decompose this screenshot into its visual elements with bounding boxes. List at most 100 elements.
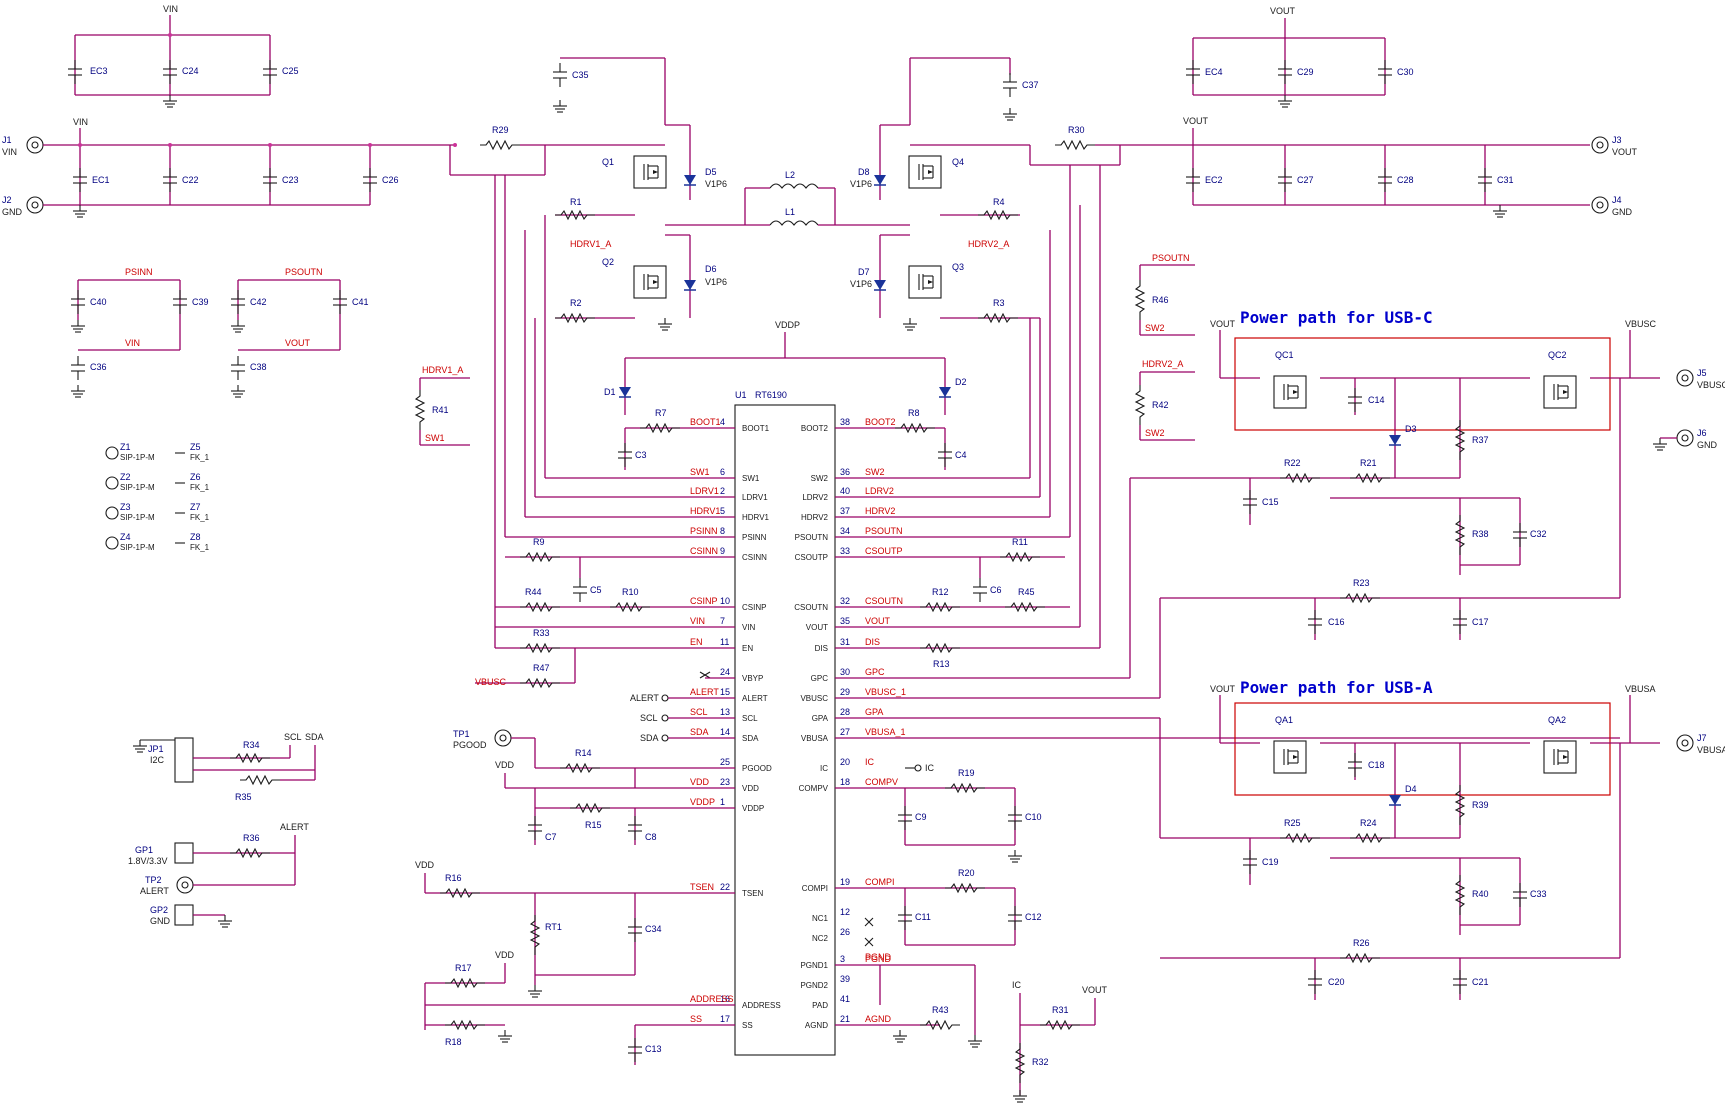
u1-pin-number: 10 (720, 596, 730, 606)
u1-pin-number: 14 (720, 727, 730, 737)
u1-pin-number: 28 (840, 707, 850, 717)
ref-r12: R12 (932, 587, 949, 597)
z8-name: FK_1 (190, 543, 210, 552)
ref-r25: R25 (1284, 818, 1301, 828)
u1-pin-number: 8 (720, 526, 725, 536)
j6-name: GND (1697, 440, 1718, 450)
u1-pin-name: PSOUTN (795, 533, 829, 542)
u1-pin-name: PGND2 (800, 981, 828, 990)
ref-r35: R35 (235, 792, 252, 802)
vout-cap-bank-top: VOUT EC4 C29 C30 (1185, 6, 1414, 108)
vout-rail: VOUT EC2 C27 C28 C31 J3 VOUT J4 GND (1183, 116, 1638, 218)
j1-name: VIN (2, 147, 17, 157)
ref-r33: R33 (533, 628, 550, 638)
usba-title: Power path for USB-A (1240, 678, 1433, 697)
power-stage: C35 Q1 D5 V1P6 R1 Q2 D6 V1P6 R2 HDRV1_A … (552, 57, 1590, 331)
r41-group: HDRV1_A SW1 R41 (415, 365, 470, 446)
ref-d1: D1 (604, 387, 616, 397)
ref-c14: C14 (1368, 395, 1385, 405)
u1-pin-net: SW2 (865, 467, 885, 477)
u1-pin-number: 2 (720, 486, 725, 496)
ref-r24: R24 (1360, 818, 1377, 828)
ref-r38: R38 (1472, 529, 1489, 539)
u1-pin-number: 15 (720, 687, 730, 697)
tp1-ref: TP1 (453, 729, 470, 739)
ref-qa1: QA1 (1275, 715, 1293, 725)
ref-ec2: EC2 (1205, 175, 1223, 185)
u1-pin-net: VIN (690, 616, 705, 626)
u1-pin-net: LDRV1 (690, 486, 719, 496)
u1-pin-number: 11 (720, 637, 729, 647)
u1-pin-net: VBUSC_1 (865, 687, 906, 697)
psinn-net-label: PSINN (125, 267, 153, 277)
ref-r21: R21 (1360, 458, 1377, 468)
scl-label-hdr: SCL (284, 732, 302, 742)
z5-ref: Z5 (190, 442, 201, 452)
u1-pin-net: HDRV2 (865, 506, 895, 516)
u1-pin-name: LDRV1 (742, 493, 768, 502)
j1-ref: J1 (2, 135, 12, 145)
u1-pin-name: CSOUTN (794, 603, 828, 612)
ref-r19: R19 (958, 768, 975, 778)
u1-pin-name: COMPV (799, 784, 829, 793)
ref-c25: C25 (282, 66, 299, 76)
u1-pin-name: VBYP (742, 674, 763, 683)
vbusa-title-label: VBUSA (1625, 684, 1656, 694)
ref-r44: R44 (525, 587, 542, 597)
u1-pin-number: 16 (720, 994, 730, 1004)
u1-pin-name: PSINN (742, 533, 767, 542)
u1-ic: U1 RT6190 BOOT14BOOT1SW16SW1LDRV12LDRV1H… (690, 390, 906, 1056)
u1-pin-net: EN (690, 637, 703, 647)
alert-label-ic: ALERT (630, 693, 659, 703)
ref-r37: R37 (1472, 435, 1489, 445)
ref-c4: C4 (955, 450, 967, 460)
z8: Z8 FK_1 (175, 532, 210, 552)
output-sense: R11 C6 R12 R45 R13 (835, 165, 1620, 838)
vout-usba: VOUT (1210, 684, 1236, 694)
u1-pin-name: VOUT (806, 623, 828, 632)
gp2-name: GND (150, 916, 171, 926)
j5-ref: J5 (1697, 368, 1707, 378)
vout-label-rail: VOUT (1183, 116, 1209, 126)
j7-ref: J7 (1697, 733, 1707, 743)
u1-pin-name: VIN (742, 623, 756, 632)
hdrv1a-net-r41: HDRV1_A (422, 365, 463, 375)
ref-d6: D6 (705, 264, 717, 274)
u1-pin-net: SDA (690, 727, 709, 737)
u1-pin-net: SW1 (690, 467, 710, 477)
ref-c9: C9 (915, 812, 927, 822)
u1-pin-name: VBUSA (801, 734, 829, 743)
u1-pin-net: SS (690, 1014, 702, 1024)
z7: Z7 FK_1 (175, 502, 210, 522)
j3-name: VOUT (1612, 147, 1638, 157)
j5-name: VBUSC (1697, 380, 1725, 390)
ref-r32: R32 (1032, 1057, 1049, 1067)
u1-pin-number: 1 (720, 797, 725, 807)
u1-pin-name: SS (742, 1021, 753, 1030)
z4: Z4 SIP-1P-M (105, 532, 155, 552)
ref-d4: D4 (1405, 784, 1417, 794)
u1-pin-number: 22 (720, 882, 730, 892)
ref-c6: C6 (990, 585, 1002, 595)
vbusc-title-label: VBUSC (1625, 319, 1657, 329)
usbc-title: Power path for USB-C (1240, 308, 1433, 327)
u1-pin-net: IC (865, 757, 875, 767)
ref-r47: R47 (533, 663, 550, 673)
ref-c38: C38 (250, 362, 267, 372)
u1-pin-number: 19 (840, 877, 850, 887)
